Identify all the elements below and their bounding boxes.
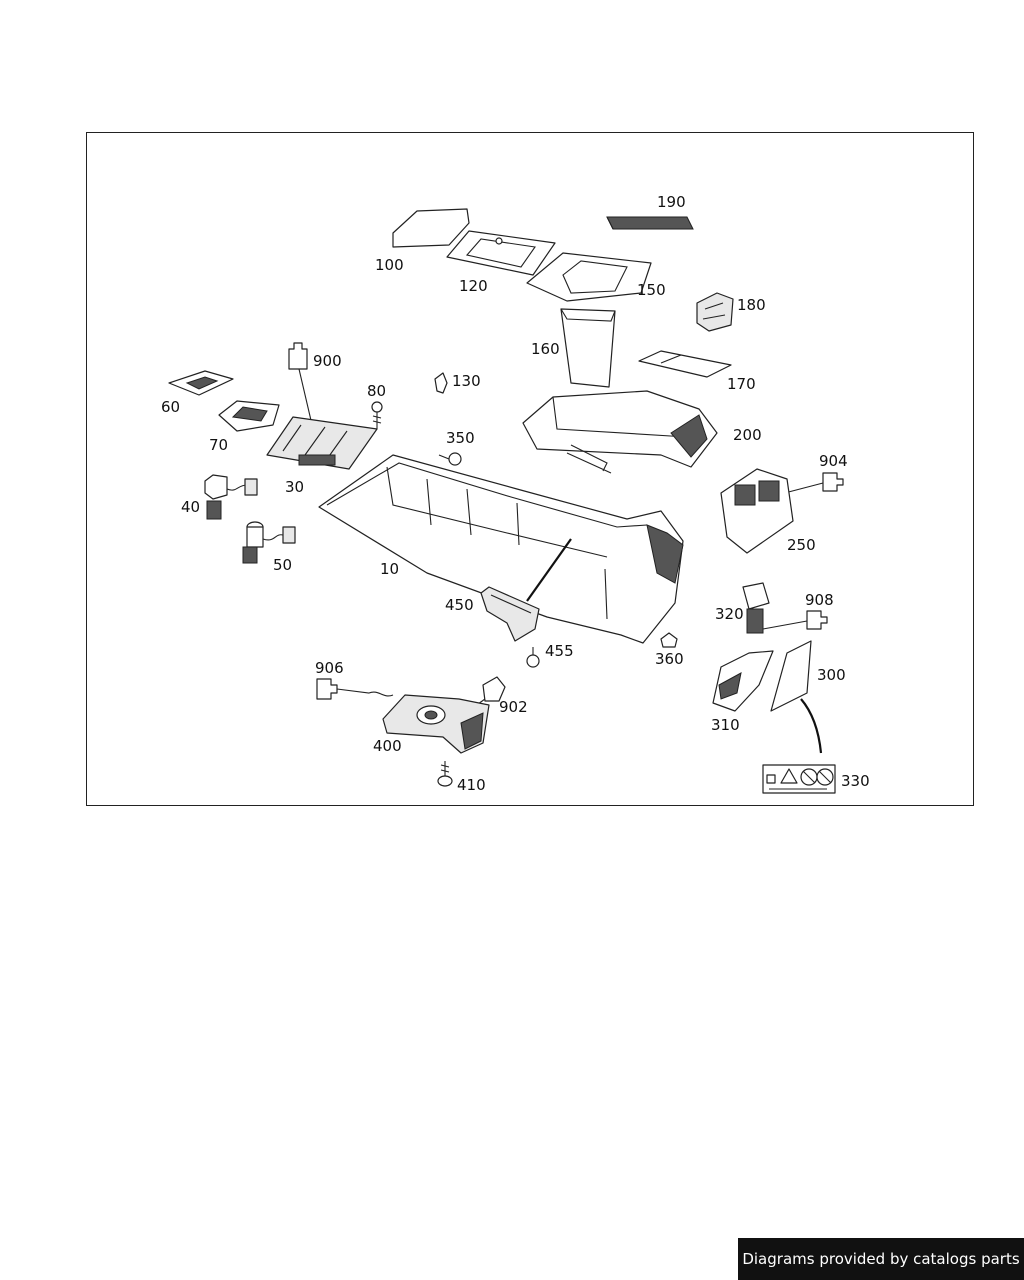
label-130: 130 xyxy=(452,372,481,390)
label-320: 320 xyxy=(715,605,744,623)
part-450-bracket xyxy=(480,586,540,642)
part-60-tray xyxy=(168,370,234,396)
part-455-screw xyxy=(526,647,540,668)
label-160: 160 xyxy=(531,340,560,358)
part-30-switch-panel xyxy=(266,416,378,470)
part-190-grille xyxy=(606,216,694,230)
part-350-screw xyxy=(438,452,462,466)
part-70-tray-housing xyxy=(218,400,280,432)
part-150-trim-surround xyxy=(526,252,652,302)
part-400-shifter-assembly xyxy=(382,694,490,754)
label-330: 330 xyxy=(841,772,870,790)
label-904: 904 xyxy=(819,452,848,470)
part-908-connector xyxy=(806,610,828,630)
label-360: 360 xyxy=(655,650,684,668)
part-170-tray-mat xyxy=(638,350,732,378)
label-60: 60 xyxy=(161,398,180,416)
part-200-armrest xyxy=(522,390,718,474)
label-410: 410 xyxy=(457,776,486,794)
label-80: 80 xyxy=(367,382,386,400)
part-100-lid-pad xyxy=(392,208,470,248)
part-360-nut xyxy=(660,632,678,648)
label-450: 450 xyxy=(445,596,474,614)
label-50: 50 xyxy=(273,556,292,574)
label-400: 400 xyxy=(373,737,402,755)
part-120-trim-frame xyxy=(446,230,556,276)
label-190: 190 xyxy=(657,193,686,211)
part-310-cover xyxy=(712,650,774,712)
part-80-screw xyxy=(371,401,383,429)
label-120: 120 xyxy=(459,277,488,295)
label-30: 30 xyxy=(285,478,304,496)
exploded-parts-diagram: 190 100 120 150 180 160 170 900 xyxy=(161,193,870,794)
label-350: 350 xyxy=(446,429,475,447)
label-170: 170 xyxy=(727,375,756,393)
label-100: 100 xyxy=(375,256,404,274)
part-10-console-body xyxy=(318,454,684,644)
part-160-cup-insert xyxy=(560,308,616,388)
part-40-socket xyxy=(204,474,258,520)
label-908: 908 xyxy=(805,591,834,609)
label-900: 900 xyxy=(313,352,342,370)
part-900-connector xyxy=(288,342,308,370)
part-320-socket xyxy=(742,582,770,634)
label-250: 250 xyxy=(787,536,816,554)
part-50-socket xyxy=(242,521,296,564)
footer-credit: Diagrams provided by catalogs parts xyxy=(738,1238,1024,1280)
label-150: 150 xyxy=(637,281,666,299)
label-902: 902 xyxy=(499,698,528,716)
part-180-bracket xyxy=(696,292,734,332)
part-300-panel xyxy=(770,640,812,712)
label-40: 40 xyxy=(181,498,200,516)
label-300: 300 xyxy=(817,666,846,684)
part-902-connector xyxy=(482,676,506,702)
label-10: 10 xyxy=(380,560,399,578)
label-200: 200 xyxy=(733,426,762,444)
part-250-rear-vent xyxy=(720,468,794,554)
label-310: 310 xyxy=(711,716,740,734)
label-906: 906 xyxy=(315,659,344,677)
label-180: 180 xyxy=(737,296,766,314)
parts-diagram-frame: 190 100 120 150 180 160 170 900 xyxy=(86,132,974,806)
label-70: 70 xyxy=(209,436,228,454)
part-906-connector xyxy=(316,678,338,700)
part-410-screw xyxy=(437,761,453,787)
label-455: 455 xyxy=(545,642,574,660)
part-130-clip xyxy=(434,372,448,394)
part-904-connector xyxy=(822,472,844,492)
part-330-warning-label xyxy=(762,764,836,794)
